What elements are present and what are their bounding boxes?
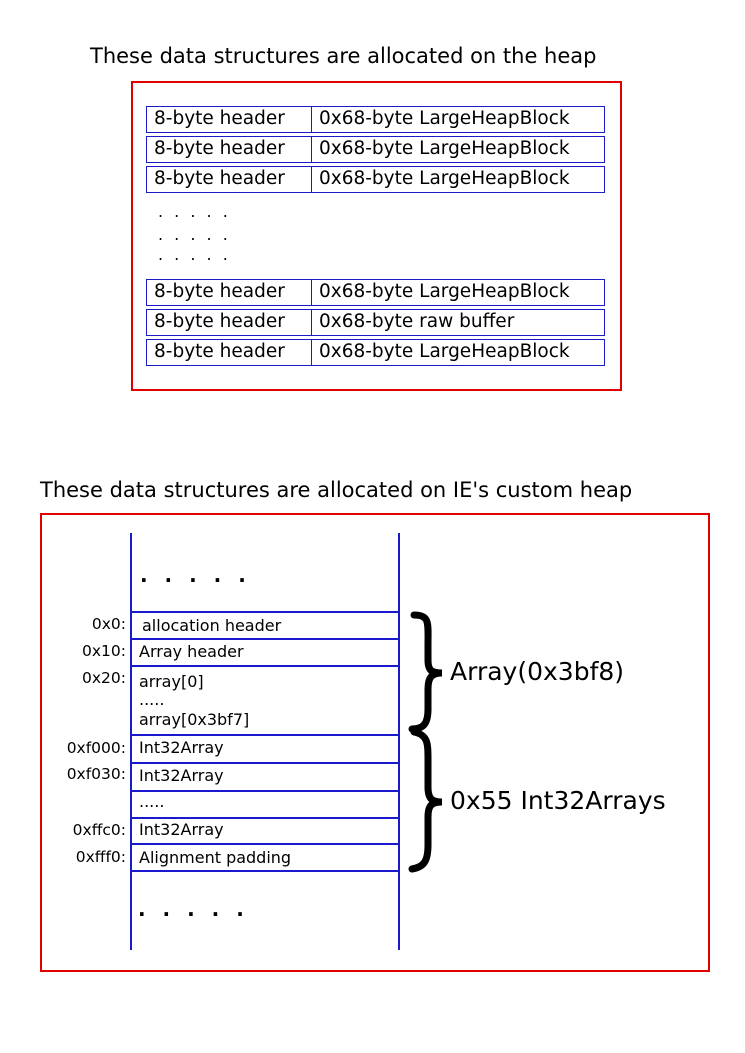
cell-separator <box>130 762 400 764</box>
address-label: 0xf000: <box>66 739 126 757</box>
block-cell: 0x68-byte LargeHeapBlock <box>319 341 570 362</box>
memory-cell-label: ..... <box>139 792 165 811</box>
block-cell: 0x68-byte LargeHeapBlock <box>319 108 570 129</box>
array-brace <box>408 611 443 733</box>
address-label: 0x0: <box>91 615 126 633</box>
top-diagram-title: These data structures are allocated on t… <box>90 44 597 68</box>
address-label: 0xf030: <box>66 765 126 783</box>
int32arrays-brace <box>408 728 443 873</box>
memory-cell-label: ..... <box>139 690 165 709</box>
int32arrays-brace-label: 0x55 Int32Arrays <box>450 786 666 815</box>
memory-cell-label: array[0x3bf7] <box>139 710 250 729</box>
brace-graphic <box>408 611 443 873</box>
block-cell: 0x68-byte LargeHeapBlock <box>319 281 570 302</box>
bottom-diagram-title: These data structures are allocated on I… <box>40 478 633 502</box>
memory-cell-label: Array header <box>139 642 244 661</box>
heap-row: 8-byte header 0x68-byte LargeHeapBlock <box>146 279 605 306</box>
custom-heap-frame <box>40 513 710 972</box>
heap-row: 8-byte header 0x68-byte raw buffer <box>146 309 605 336</box>
heap-row: 8-byte header 0x68-byte LargeHeapBlock <box>146 136 605 163</box>
cell-separator <box>130 734 400 736</box>
block-cell: 0x68-byte raw buffer <box>319 311 515 332</box>
header-cell: 8-byte header <box>147 107 312 132</box>
cell-separator <box>130 790 400 792</box>
block-cell: 0x68-byte LargeHeapBlock <box>319 138 570 159</box>
memory-ellipsis-top: . . . . . <box>140 563 251 587</box>
address-label: 0x10: <box>82 642 126 660</box>
cell-separator <box>130 665 400 667</box>
memory-cell-label: Alignment padding <box>139 848 292 867</box>
memory-cell-label: Int32Array <box>139 820 224 839</box>
memory-left-edge <box>130 533 132 950</box>
cell-separator <box>130 843 400 845</box>
cell-separator <box>130 611 400 613</box>
header-cell: 8-byte header <box>147 310 312 335</box>
heap-row: 8-byte header 0x68-byte LargeHeapBlock <box>146 166 605 193</box>
ellipsis-dots: . . . . . <box>158 225 231 244</box>
address-label: 0xffc0: <box>72 821 126 839</box>
heap-frame <box>131 81 622 391</box>
header-cell: 8-byte header <box>147 340 312 365</box>
memory-cell-label: array[0] <box>139 672 204 691</box>
heap-row: 8-byte header 0x68-byte LargeHeapBlock <box>146 339 605 366</box>
array-brace-label: Array(0x3bf8) <box>450 657 625 686</box>
cell-separator <box>130 817 400 819</box>
address-label: 0x20: <box>82 669 126 687</box>
memory-cell-label: allocation header <box>142 616 282 635</box>
ellipsis-dots: . . . . . <box>158 245 231 264</box>
memory-cell-label: Int32Array <box>139 766 224 785</box>
block-cell: 0x68-byte LargeHeapBlock <box>319 168 570 189</box>
ellipsis-dots: . . . . . <box>158 202 231 221</box>
cell-separator <box>130 638 400 640</box>
memory-ellipsis-bottom: . . . . . <box>138 897 249 921</box>
memory-cell-label: Int32Array <box>139 738 224 757</box>
header-cell: 8-byte header <box>147 280 312 305</box>
address-label: 0xfff0: <box>75 848 126 866</box>
header-cell: 8-byte header <box>147 167 312 192</box>
header-cell: 8-byte header <box>147 137 312 162</box>
memory-right-edge <box>398 533 400 950</box>
cell-separator <box>130 870 400 872</box>
heap-row: 8-byte header 0x68-byte LargeHeapBlock <box>146 106 605 133</box>
